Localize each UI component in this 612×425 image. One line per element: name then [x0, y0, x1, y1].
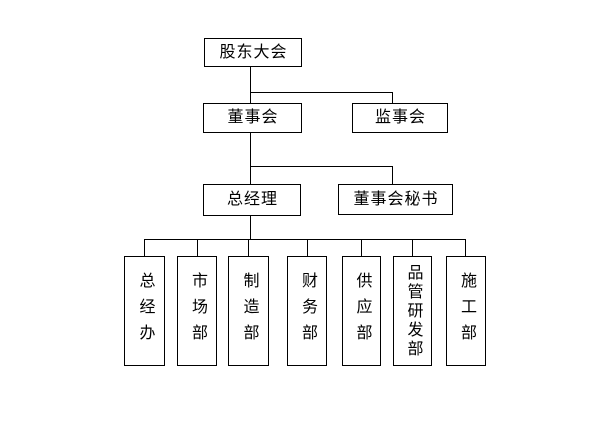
node-dept-marketing: 市场部	[177, 256, 217, 366]
node-supervisory-board: 监事会	[352, 103, 448, 133]
connector-stub-supply	[361, 239, 362, 256]
connector-shareholders-to-board	[250, 67, 251, 103]
node-dept-finance: 财务部	[287, 256, 327, 366]
connector-departments-bus	[144, 239, 466, 240]
connector-stub-finance	[307, 239, 308, 256]
connector-stub-construction	[465, 239, 466, 256]
node-dept-general-office: 总经办	[124, 256, 165, 366]
connector-stub-quality-rnd	[412, 239, 413, 256]
connector-stub-general-office	[144, 239, 145, 256]
node-shareholders-meeting: 股东大会	[204, 38, 302, 67]
node-board-of-directors: 董事会	[203, 103, 302, 133]
connector-stub-marketing	[197, 239, 198, 256]
connector-stub-manufacturing	[248, 239, 249, 256]
node-dept-supply: 供应部	[342, 256, 381, 366]
connector-branch-supervisory-h	[250, 92, 393, 93]
connector-branch-secretary-v	[392, 166, 393, 184]
node-dept-manufacturing: 制造部	[228, 256, 269, 366]
node-dept-construction: 施工部	[446, 256, 486, 366]
node-board-secretary: 董事会秘书	[338, 184, 453, 215]
connector-board-to-gm	[250, 133, 251, 184]
connector-branch-secretary-h	[250, 166, 393, 167]
connector-gm-to-bus	[250, 216, 251, 240]
node-dept-quality-rnd: 品管研发部	[393, 256, 432, 366]
connector-branch-supervisory-v	[392, 92, 393, 103]
node-general-manager: 总经理	[203, 184, 301, 216]
